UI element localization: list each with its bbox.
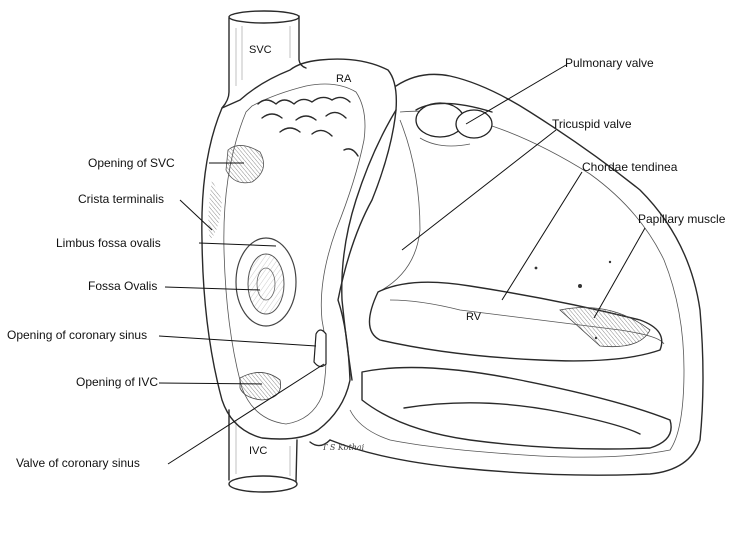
ra-label: RA bbox=[336, 73, 352, 85]
rv-label: RV bbox=[466, 311, 482, 323]
right-atrium bbox=[201, 58, 398, 440]
papillary-muscle-label: Papillary muscle bbox=[638, 212, 726, 226]
ivc-vessel bbox=[228, 409, 298, 493]
tricuspid-valve-leader bbox=[401, 129, 557, 251]
crista-terminalis-label: Crista terminalis bbox=[78, 192, 164, 206]
fossa-ovalis-leader bbox=[164, 286, 261, 291]
pulmonary-valve-leader bbox=[465, 64, 567, 125]
tricuspid-valve-label: Tricuspid valve bbox=[552, 117, 632, 131]
opening-ivc-leader bbox=[158, 382, 263, 385]
opening-coronary-sinus-label: Opening of coronary sinus bbox=[7, 328, 147, 342]
right-ventricle bbox=[309, 73, 704, 476]
svc-label: SVC bbox=[249, 44, 272, 56]
chordae-tendinea-label: Chordae tendinea bbox=[582, 160, 678, 174]
opening-svc-label: Opening of SVC bbox=[88, 156, 175, 170]
opening-coronary-sinus-leader bbox=[158, 335, 317, 347]
valve-coronary-sinus-label: Valve of coronary sinus bbox=[16, 456, 140, 470]
pulmonary-valve-label: Pulmonary valve bbox=[565, 56, 654, 70]
valve-coronary-sinus-leader bbox=[167, 363, 325, 465]
limbus-fossa-ovalis-leader bbox=[198, 242, 277, 247]
opening-ivc-label: Opening of IVC bbox=[76, 375, 158, 389]
chordae-tendinea-leader bbox=[501, 171, 583, 301]
ivc-label: IVC bbox=[249, 445, 267, 457]
svc-vessel bbox=[221, 10, 307, 109]
limbus-fossa-ovalis-label: Limbus fossa ovalis bbox=[56, 236, 161, 250]
artist-signature: T S Kothai bbox=[322, 443, 365, 452]
papillary-muscle-leader bbox=[593, 227, 646, 319]
fossa-ovalis-label: Fossa Ovalis bbox=[88, 279, 157, 293]
crista-terminalis-leader bbox=[179, 199, 213, 231]
